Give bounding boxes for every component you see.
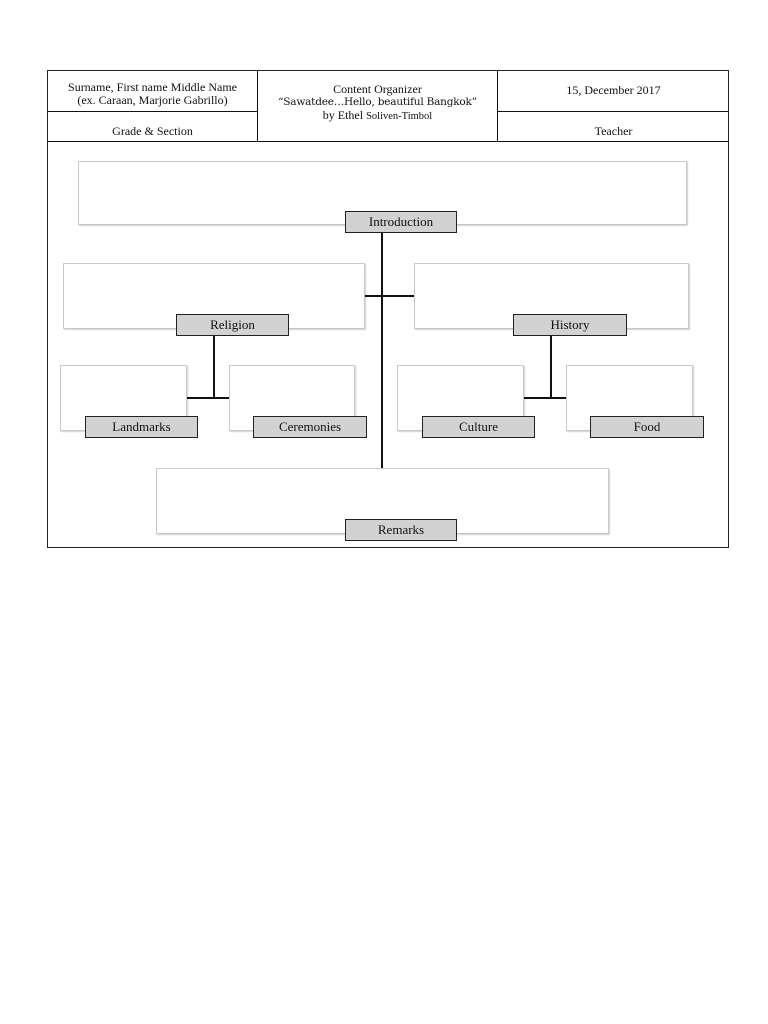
- introduction-label: Introduction: [345, 211, 457, 233]
- organizer-subtitle: “Sawatdee…Hello, beautiful Bangkok”: [278, 96, 477, 108]
- organizer-title: Content Organizer: [333, 82, 422, 96]
- history-label: History: [513, 314, 627, 336]
- teacher-label: Teacher: [594, 123, 633, 138]
- food-label: Food: [590, 416, 704, 438]
- header-row-divider-right: [497, 111, 729, 112]
- teacher-cell: Teacher: [498, 121, 729, 141]
- grade-section-cell: Grade & Section: [48, 121, 257, 141]
- landmarks-label: Landmarks: [85, 416, 198, 438]
- content-organizer-sheet: Surname, First name Middle Name (ex. Car…: [47, 70, 729, 548]
- history-horizontal-connector: [524, 397, 566, 399]
- header-divider-2: [497, 71, 498, 141]
- remarks-label: Remarks: [345, 519, 457, 541]
- date-text: 15, December 2017: [566, 82, 661, 97]
- author-surname: Soliven-Timbol: [366, 111, 433, 122]
- student-name-format: Surname, First name Middle Name: [68, 80, 237, 94]
- religion-label: Religion: [176, 314, 289, 336]
- grade-section-label: Grade & Section: [112, 123, 193, 138]
- author-by: by Ethel: [322, 108, 364, 122]
- date-cell: 15, December 2017: [498, 79, 729, 101]
- main-vertical-connector: [381, 233, 383, 468]
- history-vertical-connector: [550, 336, 552, 398]
- religion-vertical-connector: [213, 336, 215, 398]
- organizer-title-cell: Content Organizer “Sawatdee…Hello, beaut…: [258, 83, 497, 125]
- header-divider-1: [257, 71, 258, 141]
- organizer-author: by Ethel Soliven-Timbol: [323, 109, 432, 123]
- student-name-cell: Surname, First name Middle Name (ex. Car…: [48, 81, 257, 107]
- religion-horizontal-connector: [187, 397, 229, 399]
- culture-label: Culture: [422, 416, 535, 438]
- student-name-example: (ex. Caraan, Marjorie Gabrillo): [77, 93, 228, 107]
- header-row-divider-left: [48, 111, 258, 112]
- header-bottom-line: [48, 141, 729, 142]
- center-horizontal-connector: [365, 295, 414, 297]
- ceremonies-label: Ceremonies: [253, 416, 367, 438]
